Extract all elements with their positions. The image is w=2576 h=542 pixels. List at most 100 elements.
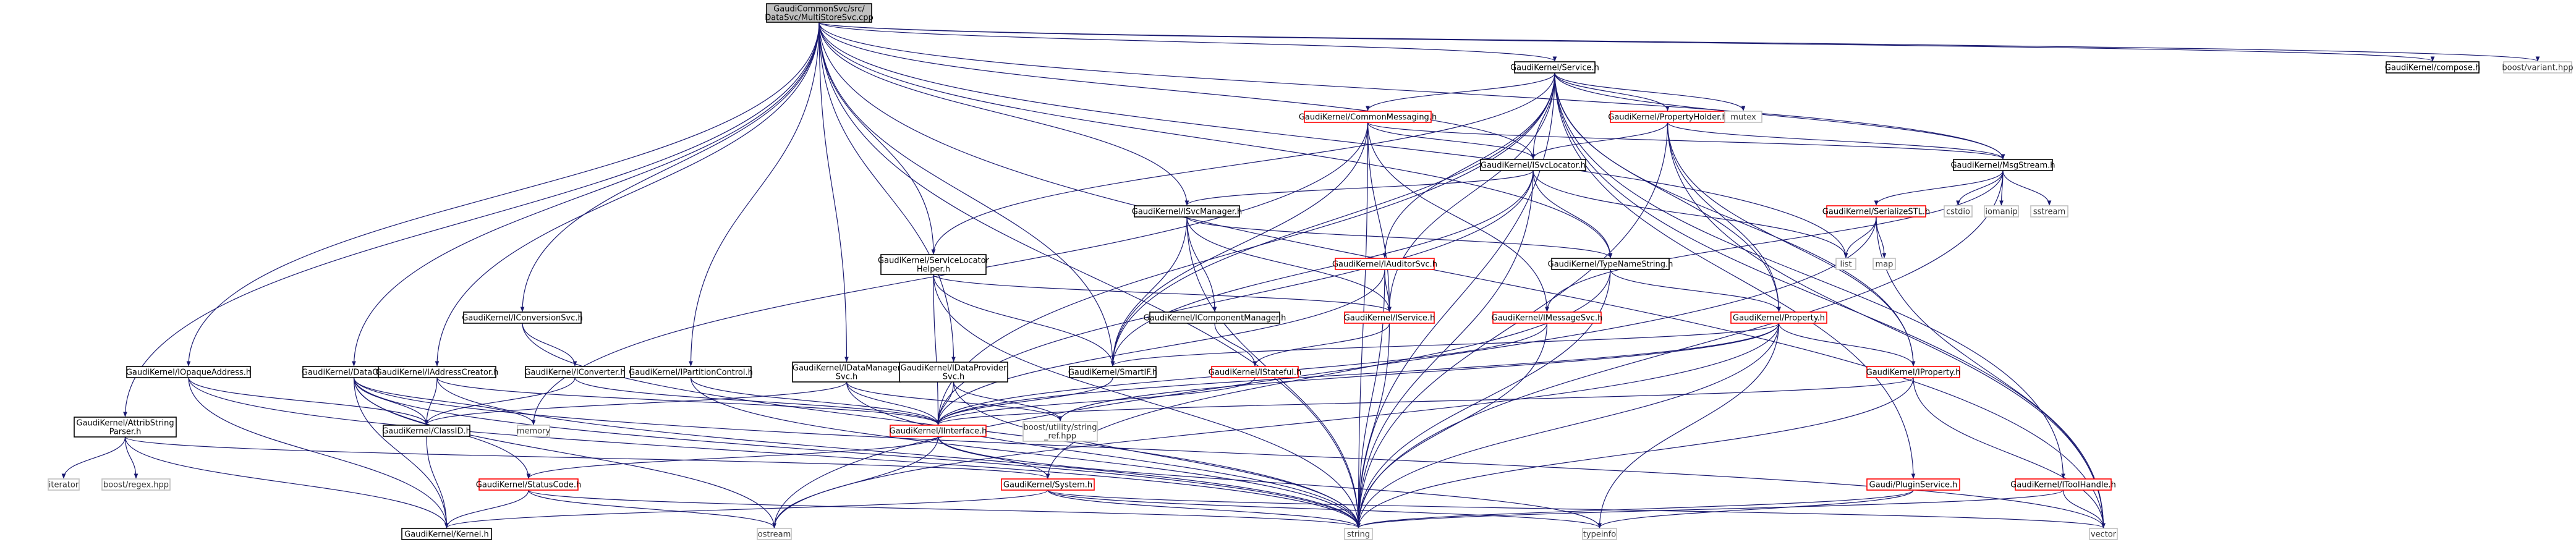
edge-pluginsvc-to-string <box>1356 489 1914 528</box>
edge-isvcmgr-to-smartif <box>1110 216 1188 366</box>
node-ipartition[interactable]: GaudiKernel/IPartitionControl.h <box>629 366 753 378</box>
node-label-sstream: sstream <box>2033 208 2065 217</box>
node-label-root: DataSvc/MultiStoreSvc.cpp <box>765 14 874 23</box>
node-propholder[interactable]: GaudiKernel/PropertyHolder.h <box>1608 111 1727 123</box>
node-pluginsvc[interactable]: Gaudi/PluginService.h <box>1866 478 1960 491</box>
edge-service-to-iauditorsvc <box>1382 72 1555 258</box>
edge-idatamgr-to-string <box>846 381 1361 528</box>
node-box-memory <box>517 425 550 437</box>
edge-root-to-idataprov <box>818 22 956 362</box>
edge-root-to-string <box>818 22 1361 528</box>
node-service[interactable]: GaudiKernel/Service.h <box>1510 61 1599 74</box>
node-box-classid <box>383 425 470 437</box>
node-label-isvcmgr: GaudiKernel/ISvcManager.h <box>1132 208 1242 217</box>
edge-service-to-commonmsg <box>1366 72 1555 111</box>
node-iopaque[interactable]: GaudiKernel/IOpaqueAddress.h <box>126 366 251 378</box>
node-box-string <box>1344 528 1373 540</box>
node-property[interactable]: GaudiKernel/Property.h <box>1730 311 1827 324</box>
edge-root-to-idatamgr <box>818 22 849 362</box>
node-label-memory: memory <box>517 427 551 436</box>
node-box-svclochelper <box>880 254 987 275</box>
node-typenamestr[interactable]: GaudiKernel/TypeNameString.h <box>1548 258 1673 270</box>
node-iconvsvc[interactable]: GaudiKernel/IConversionSvc.h <box>462 311 583 324</box>
node-label-root: GaudiCommonSvc/src/ <box>773 5 865 14</box>
edge-itoolhandle-to-string <box>1356 489 2064 528</box>
node-commonmsg[interactable]: GaudiKernel/CommonMessaging.h <box>1299 111 1437 123</box>
node-box-idataprov <box>899 362 1008 383</box>
edge-isvcmgr-to-typenamestr <box>1186 216 1613 258</box>
edge-imsgsvc-to-string <box>1356 323 1548 528</box>
node-istateful[interactable]: GaudiKernel/IStateful.h <box>1209 366 1301 378</box>
node-iservice[interactable]: GaudiKernel/IService.h <box>1344 311 1435 324</box>
edge-msgstream-to-string <box>1356 170 2004 528</box>
node-box-vector <box>2089 528 2118 540</box>
node-box-attribstr <box>74 417 177 438</box>
edge-attribstr-to-kernel <box>124 436 449 528</box>
node-isvcloc[interactable]: GaudiKernel/ISvcLocator.h <box>1480 159 1586 171</box>
node-serialize[interactable]: GaudiKernel/SerializeSTL.h <box>1822 205 1930 218</box>
node-iomanip: iomanip <box>1984 205 2019 218</box>
node-compose[interactable]: GaudiKernel/compose.h <box>2385 61 2480 74</box>
node-smartif[interactable]: GaudiKernel/SmartIF.h <box>1068 366 1157 378</box>
node-label-property: GaudiKernel/Property.h <box>1733 314 1825 323</box>
edge-iproperty-to-vector <box>1913 377 2106 528</box>
edge-root-to-smartif <box>818 22 1115 366</box>
node-iaddrcreator[interactable]: GaudiKernel/IAddressCreator.h <box>376 366 499 378</box>
edge-typenamestr-to-string <box>1356 269 1611 528</box>
node-imsgsvc[interactable]: GaudiKernel/IMessageSvc.h <box>1492 311 1603 324</box>
node-label-classid: GaudiKernel/ClassID.h <box>382 427 471 436</box>
edge-dataobject-to-vector <box>353 377 2106 528</box>
edge-root-to-typenamestr <box>818 22 1613 258</box>
node-box-mutex <box>1724 111 1762 123</box>
node-box-iaddrcreator <box>378 366 496 378</box>
node-label-istateful: GaudiKernel/IStateful.h <box>1209 368 1301 378</box>
node-label-msgstream: GaudiKernel/MsgStream.h <box>1950 161 2055 171</box>
node-isvcmgr[interactable]: GaudiKernel/ISvcManager.h <box>1132 205 1242 218</box>
node-list: list <box>1835 258 1856 270</box>
edge-istateful-to-iinterface <box>936 377 1256 425</box>
node-string: string <box>1344 528 1373 540</box>
node-iauditorsvc[interactable]: GaudiKernel/IAuditorSvc.h <box>1332 258 1437 270</box>
node-box-iterator <box>48 478 80 491</box>
node-label-attribstr: GaudiKernel/AttribString <box>76 419 174 428</box>
node-box-regex <box>101 478 171 491</box>
node-iproperty[interactable]: GaudiKernel/IProperty.h <box>1866 366 1961 378</box>
edge-service-to-itoolhandle <box>1554 72 2065 479</box>
node-box-typeinfo <box>1582 528 1617 540</box>
edge-property-to-tostring <box>1058 323 1780 421</box>
node-label-system: GaudiKernel/System.h <box>1003 481 1092 490</box>
node-iconverter[interactable]: GaudiKernel/IConverter.h <box>524 366 626 378</box>
node-layer: GaudiCommonSvc/src/DataSvc/MultiStoreSvc… <box>48 3 2574 540</box>
node-label-iomanip: iomanip <box>1985 208 2017 217</box>
edge-svclochelper-to-string <box>933 274 1361 528</box>
node-box-isvcmgr <box>1134 205 1240 218</box>
edge-service-to-msgstream <box>1554 72 2005 159</box>
node-box-typenamestr <box>1551 258 1670 270</box>
edge-property-to-typeinfo <box>1597 323 1780 528</box>
node-label-mutex: mutex <box>1730 113 1756 122</box>
node-statuscode[interactable]: GaudiKernel/StatusCode.h <box>476 478 581 491</box>
node-box-list <box>1835 258 1856 270</box>
edge-idataprov-to-string <box>953 381 1361 528</box>
node-label-list: list <box>1840 260 1851 269</box>
node-itoolhandle[interactable]: GaudiKernel/IToolHandle.h <box>2010 478 2116 491</box>
edge-idatamgr-to-tostring <box>846 381 1063 421</box>
node-label-vector: vector <box>2091 530 2117 540</box>
node-classid[interactable]: GaudiKernel/ClassID.h <box>382 425 471 437</box>
edge-iproperty-to-string <box>1356 377 1914 528</box>
node-system[interactable]: GaudiKernel/System.h <box>1001 478 1095 491</box>
node-label-iinterface: GaudiKernel/IInterface.h <box>890 427 987 436</box>
node-box-iproperty <box>1866 366 1960 378</box>
edge-serialize-to-vector <box>1876 216 2106 528</box>
node-icompmgr[interactable]: GaudiKernel/IComponentManager.h <box>1144 311 1286 324</box>
node-iinterface[interactable]: GaudiKernel/IInterface.h <box>890 425 987 437</box>
node-msgstream[interactable]: GaudiKernel/MsgStream.h <box>1950 159 2055 171</box>
node-root[interactable]: GaudiCommonSvc/src/DataSvc/MultiStoreSvc… <box>765 3 874 23</box>
node-kernel[interactable]: GaudiKernel/Kernel.h <box>401 528 492 540</box>
edge-idataprov-to-tostring <box>953 381 1063 421</box>
